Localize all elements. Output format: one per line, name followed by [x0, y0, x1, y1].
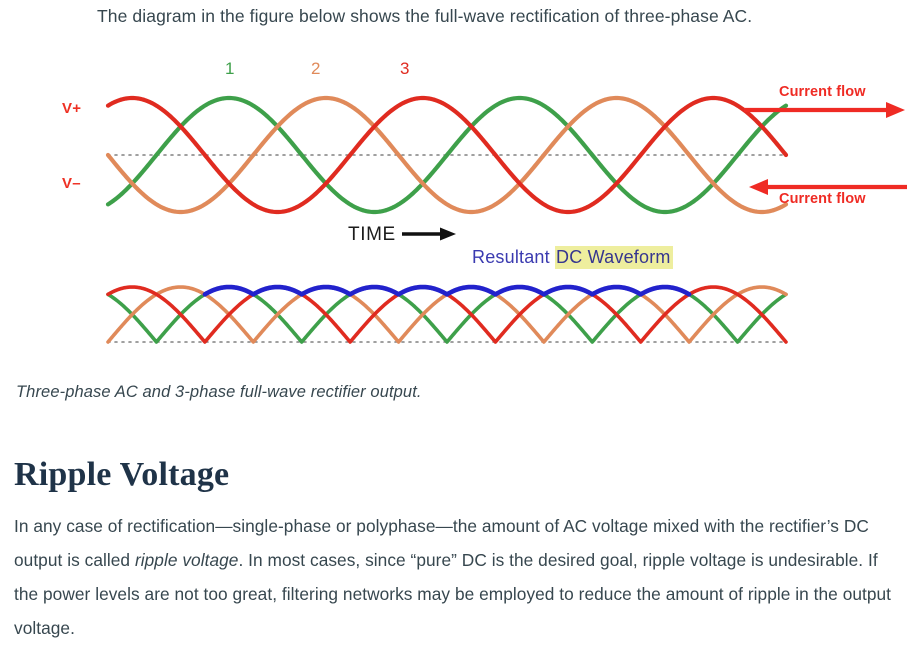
rectification-figure: V+ V– 1 2 3 TIME Current flow Current fl…: [0, 48, 907, 358]
ac-waveform-group: [105, 95, 789, 215]
phase-label-2: 2: [311, 59, 321, 78]
resultant-text-highlighted: DC Waveform: [555, 246, 673, 269]
v-minus-label: V–: [62, 175, 81, 192]
resultant-dc-waveform-label: Resultant DC Waveform: [472, 246, 673, 269]
v-plus-label: V+: [62, 100, 82, 117]
dc-waveform-group: [106, 284, 788, 344]
current-flow-arrow-left-icon: [749, 179, 907, 195]
phase-label-3: 3: [400, 59, 410, 78]
intro-sentence: The diagram in the figure below shows th…: [97, 6, 753, 26]
time-arrow-icon: [402, 227, 456, 241]
resultant-text-plain: Resultant: [472, 247, 556, 267]
current-flow-bottom-label: Current flow: [779, 191, 866, 207]
body-text-italic: ripple voltage: [134, 550, 239, 571]
current-flow-top-label: Current flow: [779, 84, 866, 100]
time-axis-label: TIME: [348, 224, 396, 245]
current-flow-arrow-right-icon: [744, 102, 905, 118]
body-text-part1: In any case of rectification—single-phas…: [14, 516, 869, 571]
waveform-svg: [105, 95, 907, 344]
page-title: Ripple Voltage: [14, 456, 230, 494]
phase-label-1: 1: [225, 59, 235, 78]
body-paragraph: In any case of rectification—single-phas…: [14, 509, 894, 645]
figure-caption: Three-phase AC and 3-phase full-wave rec…: [16, 383, 422, 401]
